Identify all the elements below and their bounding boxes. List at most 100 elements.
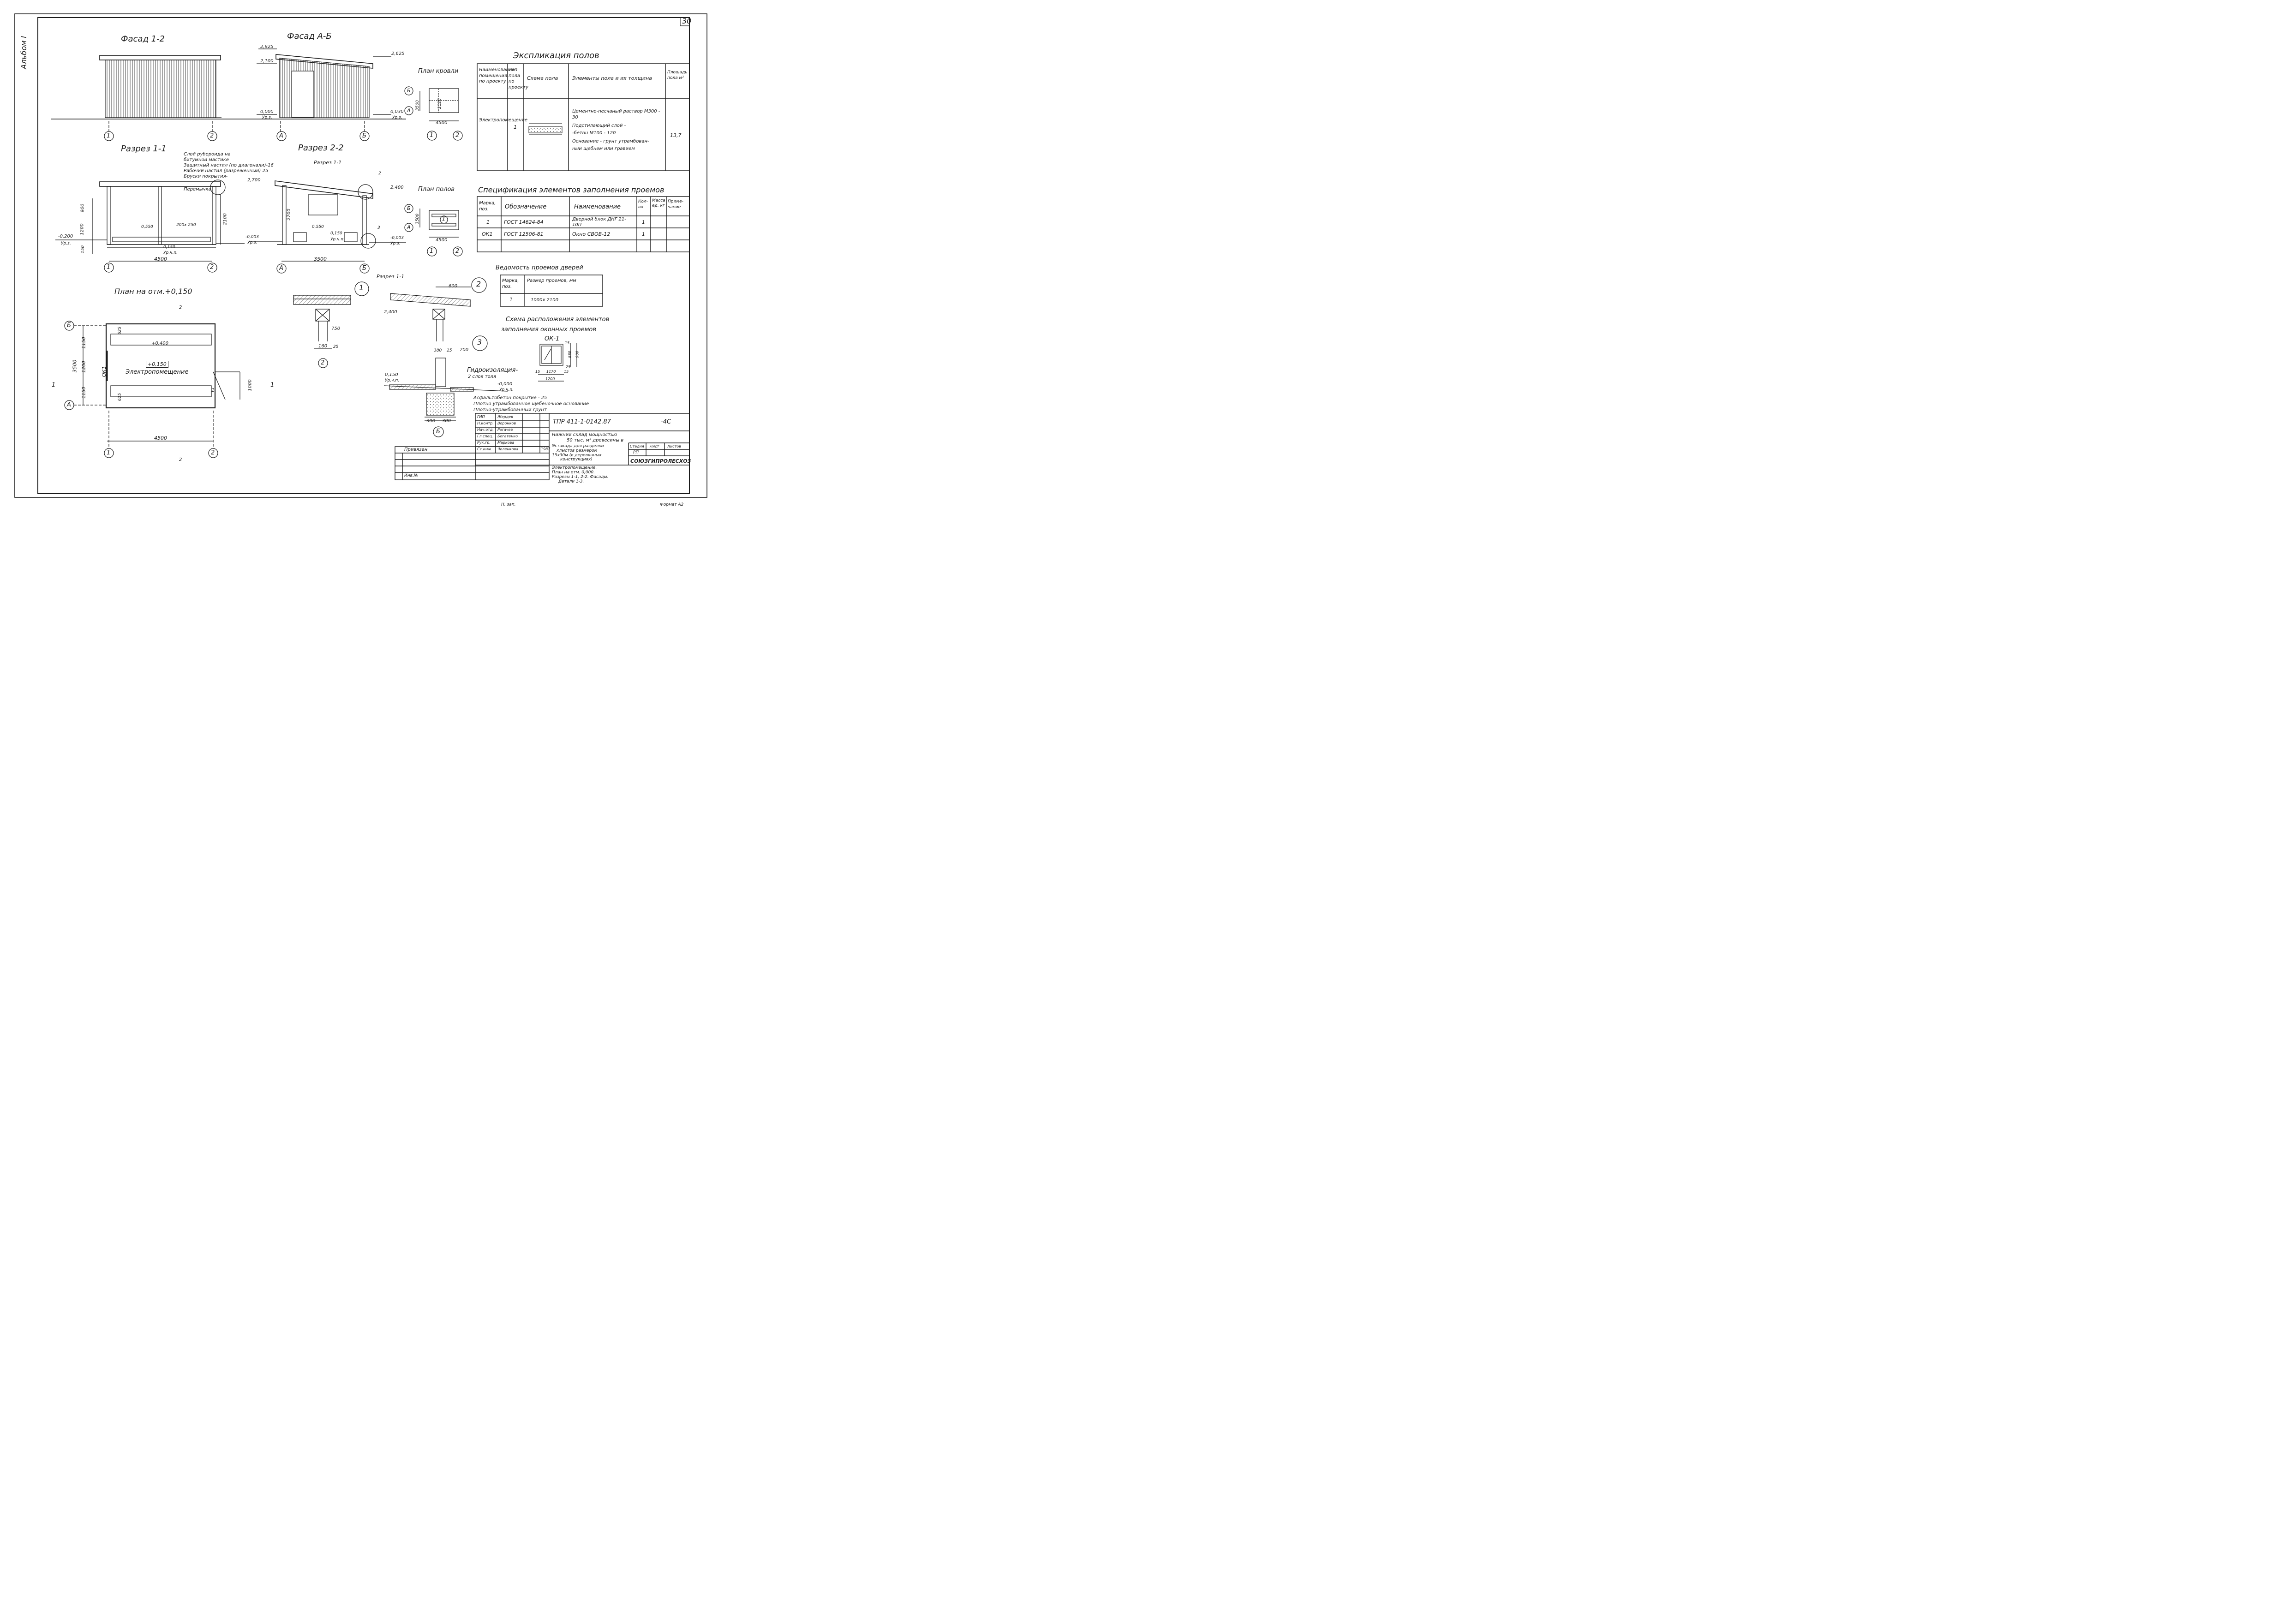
axis-a-floor: А	[407, 224, 411, 230]
dim-750: 750	[331, 326, 341, 331]
floor-plan-room-num: 1	[442, 216, 445, 222]
dim-900: 900	[80, 203, 85, 213]
spec-row-1-qty: 1	[642, 219, 645, 225]
dim-1150-b: 1150	[81, 387, 87, 399]
footer-right: Формат А2	[660, 502, 684, 507]
elev-ur-z-3: Ур.з.	[61, 241, 71, 246]
axis-2-detail1: 2	[321, 359, 325, 366]
stamp-title-2: 50 тыс. м³ древесины в	[567, 438, 624, 443]
stamp-date: 1987	[541, 447, 551, 451]
detail-2-number: 2	[476, 280, 481, 288]
elev-ur-ch-p-detail: Ур.ч.п.	[385, 378, 399, 383]
cut-mark-1-left: 1	[52, 382, 56, 388]
section-ref-label-2: Разрез 1-1	[377, 274, 405, 280]
doors-title: Ведомость проемов дверей	[496, 264, 583, 271]
doors-header-size: Размер проемов, мм	[527, 278, 576, 283]
cut-mark-1-right: 1	[270, 382, 275, 388]
detail-3-drawing	[383, 335, 508, 437]
window-scheme-drawing	[538, 343, 577, 382]
dim-1000: 1000	[247, 379, 253, 391]
elev-0150-detail: 0,150	[385, 372, 398, 377]
ws-dim-900: 900	[575, 351, 580, 358]
roof-layer-1: Слой рубероида на	[184, 152, 231, 157]
stamp-name-4: Богатенко	[497, 434, 518, 438]
roof-layer-5: Бруски покрытия-	[184, 174, 228, 179]
stamp-name-6: Челенкова	[497, 447, 519, 451]
ws-dim-1170: 1170	[546, 370, 556, 374]
dim-380: 380	[434, 348, 442, 353]
roof-layer-3: Защитный настил (по диагонали)-16	[184, 163, 274, 168]
elev-p0400: +0,400	[151, 341, 169, 346]
section-1-1-drawing	[55, 179, 245, 273]
dim-2100: 2100	[222, 213, 228, 225]
stamp-role-1: ГИП	[477, 415, 485, 419]
spec-table-lines	[477, 196, 690, 252]
axis-b-detail3: Б	[436, 428, 440, 435]
spec-row-2-code: ГОСТ 12506-81	[504, 231, 544, 237]
dim-3500-floor: 3500	[415, 214, 420, 224]
stamp-title-1: Нижний склад мощностью	[552, 432, 617, 437]
spec-row-2-name: Окно СВОВ-12	[572, 231, 611, 237]
facade-1-2-title: Фасад 1-2	[121, 34, 165, 44]
facade-1-2-drawing	[51, 55, 406, 141]
explication-header-name: Наименование помещения по проекту	[479, 67, 515, 84]
facade-a-b-title: Фасад А-Б	[287, 31, 332, 41]
explication-area: 13,7	[670, 132, 682, 138]
elev-0150-b: 0,150	[330, 231, 342, 236]
doors-header-mark: Марка, поз.	[502, 278, 519, 289]
axis-b-facade: Б	[362, 132, 366, 139]
floor-scheme-icon	[528, 123, 563, 135]
elev-m0003-b: -0,003	[390, 236, 404, 240]
elev-m0003-a: -0,003	[245, 235, 259, 239]
spec-header-mark: Марка, поз.	[479, 201, 496, 212]
section-1-1-title: Разрез 1-1	[121, 144, 167, 154]
explication-header-area: Площадь пола м²	[667, 70, 688, 80]
elev-2925: 2,925	[260, 44, 274, 49]
dim-4500-plan: 4500	[154, 435, 167, 441]
explication-element-3: -бетон М100 - 120	[572, 131, 616, 136]
stamp-title-8: План на отм. 0,000.	[552, 470, 595, 475]
dim-4500-s11: 4500	[154, 256, 167, 262]
axis-1-facade: 1	[107, 132, 111, 139]
explication-element-1: Цементно-песчаный раствор М300 - 30	[572, 109, 660, 120]
peremychka-label: Перемычка	[184, 187, 211, 192]
axis-b-plan: Б	[67, 322, 71, 329]
spec-header-note: Приме-чание	[668, 199, 683, 209]
elev-ur-ch-p-a: Ур.ч.п.	[163, 251, 178, 255]
axis-b-s22: Б	[362, 265, 366, 272]
axis-2-roof: 2	[455, 132, 460, 139]
ok-window-label: ОК1	[101, 366, 108, 377]
explication-title: Экспликация полов	[513, 51, 599, 60]
axis-a-plan: А	[67, 401, 71, 408]
roof-plan-title: План кровли	[418, 68, 459, 75]
hydro-label-2: 2 слоя толя	[468, 374, 497, 379]
footer-left: Н. зап.	[501, 502, 516, 507]
stamp-name-5: Маркова	[497, 441, 515, 445]
dim-625-b: 625	[118, 393, 123, 401]
facade-a-b-drawing	[257, 48, 391, 141]
door-num-plan: 1	[211, 387, 215, 393]
explication-room-name: Электропомещение	[479, 118, 527, 123]
sheet-number: 30	[682, 17, 692, 25]
axis-2-facade: 2	[210, 132, 214, 139]
dim-1200-plan: 1200	[81, 361, 87, 373]
stamp-stage-header: Стадия	[630, 444, 644, 448]
elev-2400: 2,400	[390, 185, 404, 190]
axis-b-roof: Б	[407, 88, 411, 94]
floor-layer-1: Асфальтобетон покрытие - 25	[473, 395, 547, 400]
elev-p0150: +0,150	[146, 361, 168, 368]
axis-a-roof: А	[407, 107, 411, 113]
stamp-privyazan: Привязан	[404, 447, 428, 452]
drawing-sheet	[14, 13, 707, 498]
axis-a-facade: А	[279, 132, 283, 139]
floor-layer-3: Плотно-утрамбованный грунт	[473, 407, 547, 412]
dim-1200: 1200	[79, 223, 85, 235]
dim-150: 150	[81, 245, 86, 254]
elev-0550-b: 0,550	[312, 225, 324, 229]
stamp-sheet-header: Лист	[650, 444, 659, 448]
stamp-sheet-code: -4С	[661, 418, 671, 425]
ws-dim-15-a: 15	[565, 341, 570, 345]
spec-title: Спецификация элементов заполнения проемо…	[478, 185, 665, 194]
explication-header-elements: Элементы пола и их толщина	[572, 75, 652, 81]
section-2-2-title: Разрез 2-2	[298, 143, 344, 153]
